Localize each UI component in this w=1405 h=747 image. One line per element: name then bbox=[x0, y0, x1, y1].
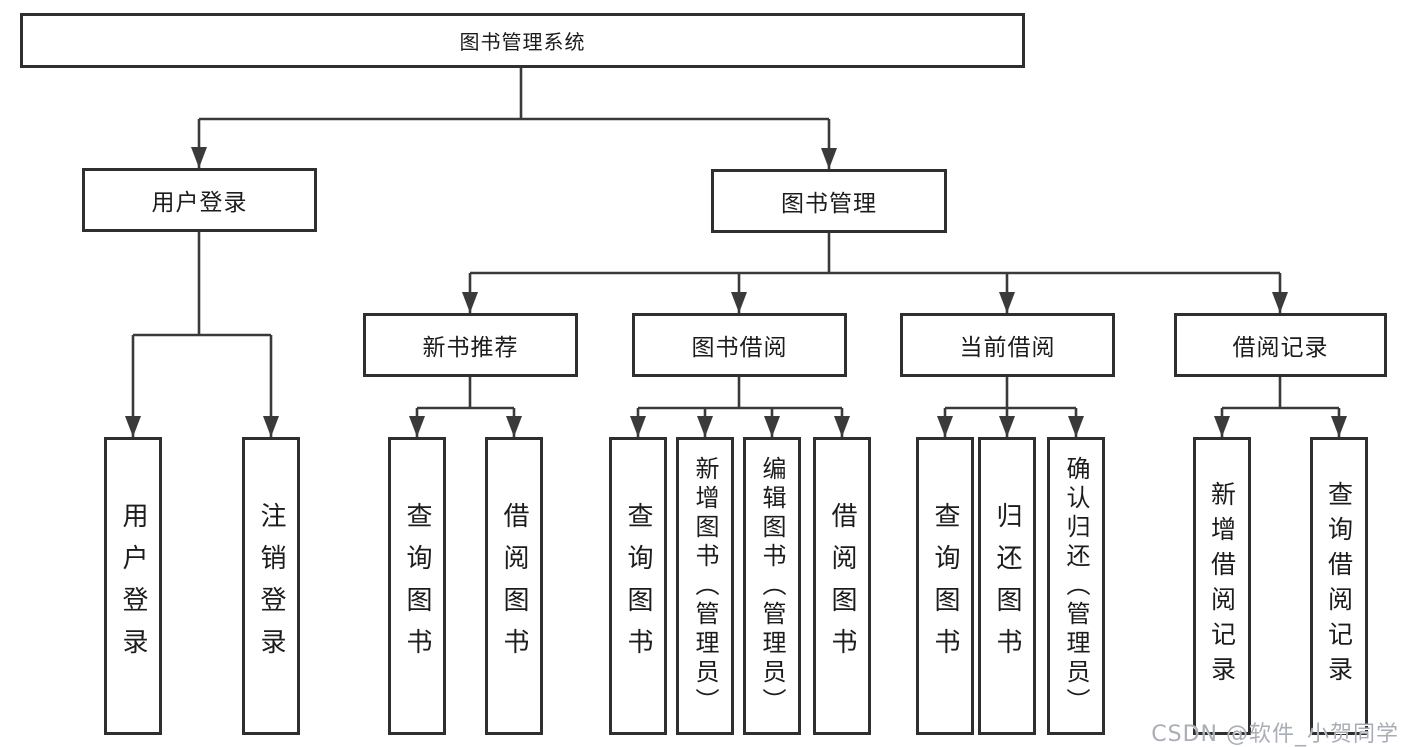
leaf-query-book-borrowing: 查询图书 bbox=[609, 437, 667, 735]
leaf-borrow-book: 借阅图书 bbox=[813, 437, 871, 735]
node-label: 归还图书 bbox=[992, 502, 1022, 670]
node-label: 新书推荐 bbox=[422, 335, 519, 361]
leaf-user-login: 用户登录 bbox=[104, 437, 162, 735]
node-label: 确认归还（管理员） bbox=[1062, 455, 1090, 717]
node-label: 图书管理系统 bbox=[459, 30, 586, 54]
node-label: 新增图书（管理员） bbox=[691, 455, 719, 717]
watermark: CSDN @软件_小贺同学 bbox=[1151, 722, 1399, 747]
leaf-add-book-admin: 新增图书（管理员） bbox=[676, 437, 734, 735]
leaf-add-borrow-record: 新增借阅记录 bbox=[1193, 437, 1251, 735]
node-label: 新增借阅记录 bbox=[1207, 481, 1237, 691]
node-label: 图书管理 bbox=[781, 191, 877, 217]
leaf-query-borrow-record: 查询借阅记录 bbox=[1310, 437, 1368, 735]
node-borrow-records: 借阅记录 bbox=[1174, 313, 1387, 377]
node-label: 查询图书 bbox=[623, 502, 653, 670]
node-label: 借阅记录 bbox=[1232, 335, 1329, 361]
node-book-management: 图书管理 bbox=[711, 169, 947, 233]
node-label: 图书借阅 bbox=[691, 335, 788, 361]
node-label: 用户登录 bbox=[118, 502, 148, 670]
node-label: 用户登录 bbox=[151, 190, 248, 216]
node-label: 借阅图书 bbox=[827, 502, 857, 670]
leaf-edit-book-admin: 编辑图书（管理员） bbox=[743, 437, 801, 735]
node-label: 借阅图书 bbox=[499, 502, 529, 670]
node-root: 图书管理系统 bbox=[20, 13, 1025, 68]
node-new-book-recommend: 新书推荐 bbox=[363, 313, 578, 377]
node-label: 查询图书 bbox=[930, 502, 960, 670]
leaf-query-book-recommend: 查询图书 bbox=[388, 437, 446, 735]
leaf-return-book: 归还图书 bbox=[978, 437, 1036, 735]
node-book-borrowing: 图书借阅 bbox=[632, 313, 847, 377]
leaf-logout: 注销登录 bbox=[242, 437, 300, 735]
node-user-login: 用户登录 bbox=[82, 168, 317, 232]
node-label: 编辑图书（管理员） bbox=[758, 455, 786, 717]
leaf-query-book-current: 查询图书 bbox=[916, 437, 974, 735]
leaf-confirm-return-admin: 确认归还（管理员） bbox=[1047, 437, 1105, 735]
node-label: 查询借阅记录 bbox=[1324, 481, 1354, 691]
node-label: 注销登录 bbox=[256, 502, 286, 670]
node-label: 查询图书 bbox=[402, 502, 432, 670]
node-current-borrowing: 当前借阅 bbox=[900, 313, 1115, 377]
node-label: 当前借阅 bbox=[959, 335, 1056, 361]
leaf-borrow-book-recommend: 借阅图书 bbox=[485, 437, 543, 735]
